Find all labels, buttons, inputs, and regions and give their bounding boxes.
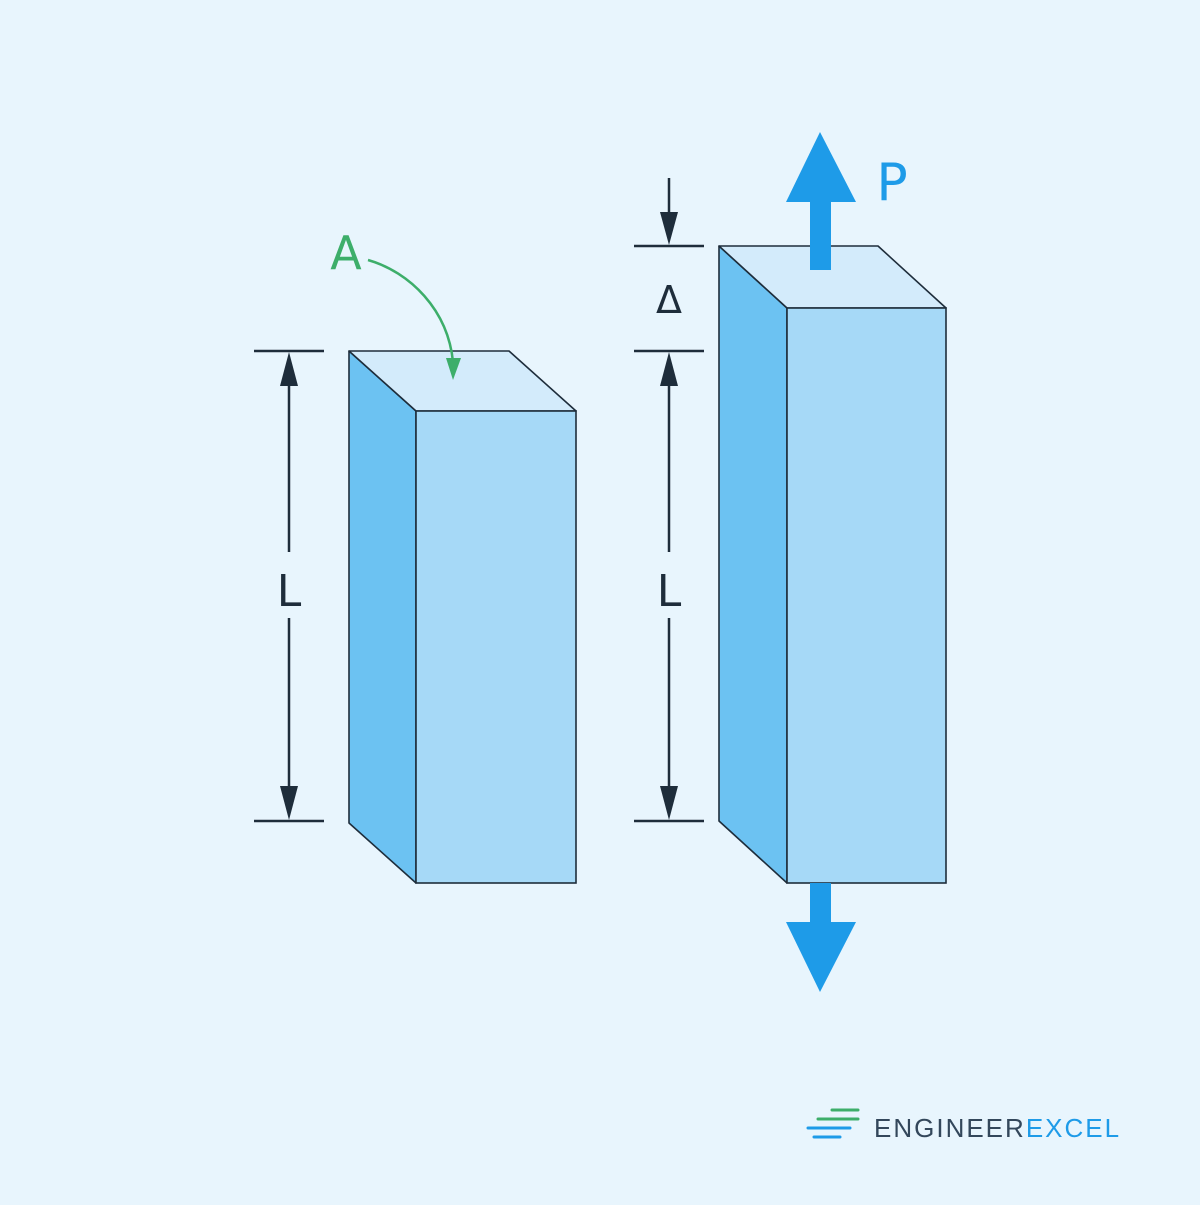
upward-force-arrow [786,132,856,270]
downward-force-shaft [810,883,831,923]
elongation-pointer-arrowhead [660,212,678,245]
left-bar-side-face [348,350,417,884]
logo-mark-icon [806,1108,860,1139]
logo-text-engineer: ENGINEER [874,1113,1026,1143]
left-bar [348,350,577,884]
engineerexcel-logo: ENGINEEREXCEL [806,1108,1121,1143]
right-bar [718,245,947,884]
right-bar-front-face [786,307,947,884]
left-dim-down-arrowhead [280,786,298,820]
left-length-label: L [277,566,302,617]
logo-wordmark: ENGINEEREXCEL [874,1113,1121,1143]
right-length-label: L [657,566,682,617]
right-dimensions [634,178,704,823]
elongation-label: Δ [656,278,682,322]
area-pointer-arrow [367,258,455,363]
upward-force-shaft [810,196,831,270]
left-length-dimension [254,349,324,823]
left-bar-front-face [415,410,577,884]
downward-force-arrow [786,883,856,992]
right-bar-side-face [718,245,788,884]
right-dim-down-arrowhead [660,786,678,820]
area-label: A [330,226,362,280]
area-pointer-arrowhead [446,358,461,380]
upward-force-arrowhead [786,132,856,202]
left-dim-up-arrowhead [280,352,298,386]
right-dim-up-arrowhead [660,352,678,386]
force-label: P [876,153,907,213]
logo-text-excel: EXCEL [1026,1113,1121,1143]
downward-force-arrowhead [786,922,856,992]
